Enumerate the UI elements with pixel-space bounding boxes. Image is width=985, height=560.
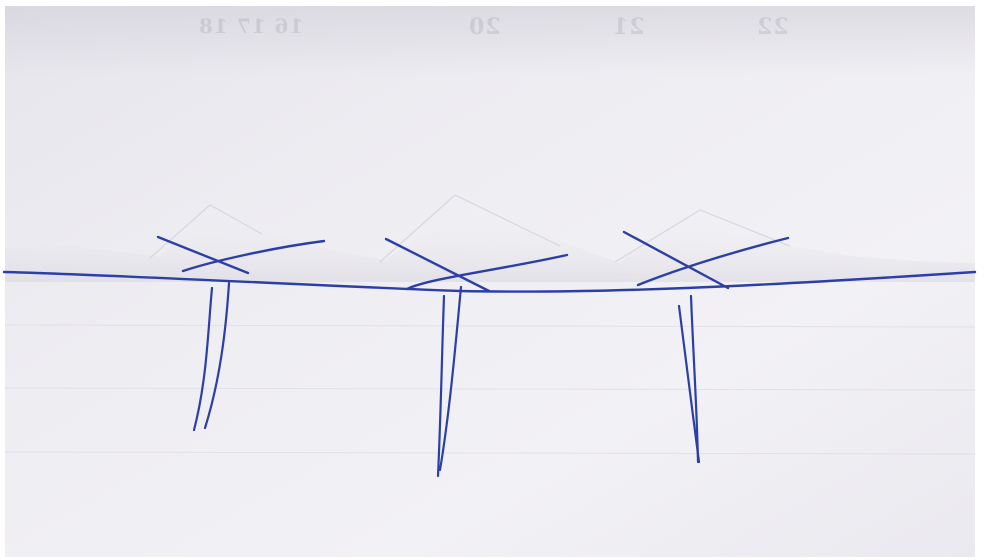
bleed-through-number: 16 17 18 xyxy=(198,14,303,38)
bleed-through-number: 22 xyxy=(756,14,789,40)
bleed-through-number: 21 xyxy=(612,14,645,40)
bleed-through-number: 20 xyxy=(468,14,501,40)
